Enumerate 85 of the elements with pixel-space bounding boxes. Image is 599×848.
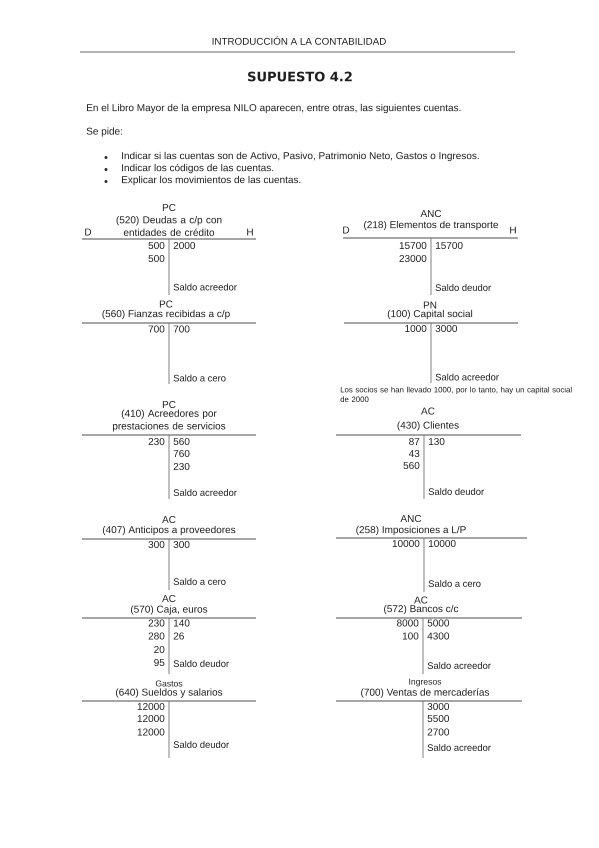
balance-note: Saldo acreedor xyxy=(428,662,491,669)
account-title: (570) Caja, euros xyxy=(131,605,208,615)
credit-amount: 300 xyxy=(174,540,190,548)
account-title: (258) Imposiciones a L/P xyxy=(356,526,466,536)
side-letter: H xyxy=(510,226,516,234)
debit-amount: 560 xyxy=(404,462,420,470)
credit-amount: 560 xyxy=(174,438,190,446)
credit-amount: 10000 xyxy=(428,540,456,548)
account-type: Gastos xyxy=(156,680,182,687)
debit-amount: 12000 xyxy=(138,702,164,710)
debit-amount: 8000 xyxy=(397,619,418,627)
account-title: (700) Ventas de mercaderías xyxy=(361,688,490,698)
account-type: ANC xyxy=(400,514,422,522)
paragraph: En el Libro Mayor de la empresa NILO aparecen, entre otras, las siguientes cuentas. xyxy=(87,104,460,114)
account-type: AC xyxy=(421,407,435,415)
balance-note: Saldo deudor xyxy=(174,741,229,748)
balance-note: Saldo acreedor xyxy=(436,374,499,380)
credit-amount: 3000 xyxy=(428,702,450,710)
account-title: (640) Sueldos y salarios xyxy=(116,688,222,698)
balance-note: Saldo acreedor xyxy=(428,744,491,751)
balance-note: Saldo deudor xyxy=(436,284,491,291)
credit-amount: 4300 xyxy=(427,632,450,640)
list-item: Explicar los movimientos de las cuentas. xyxy=(122,176,300,186)
list-item: Indicar si las cuentas son de Activo, Pasivo, Patrimonio Neto, Gastos o Ingresos. xyxy=(122,152,479,162)
balance-note: Saldo acreedor xyxy=(174,489,237,496)
account-title: (560) Fianzas recibidas a c/p xyxy=(102,310,230,320)
balance-note: Saldo acreedor xyxy=(174,284,237,290)
debit-amount: 100 xyxy=(402,632,418,640)
account-type: Ingresos xyxy=(409,678,442,686)
credit-amount: 230 xyxy=(174,462,190,470)
credit-amount: 760 xyxy=(174,450,190,458)
account-title: (218) Elementos de transporte xyxy=(364,220,498,230)
account-type: AC xyxy=(162,516,176,524)
account-type: AC xyxy=(162,594,176,602)
account-type: PN xyxy=(424,302,436,308)
paragraph: Se pide: xyxy=(86,127,122,137)
credit-amount: 130 xyxy=(428,438,444,446)
account-title: (430) Clientes xyxy=(398,421,459,431)
balance-note: Saldo deudor xyxy=(428,488,484,495)
credit-amount: 140 xyxy=(174,619,190,627)
debit-amount: 1000 xyxy=(405,324,426,332)
debit-amount: 23000 xyxy=(400,254,426,262)
balance-note: Saldo a cero xyxy=(174,374,226,382)
account-title: (520) Deudas a c/p con entidades de crédito xyxy=(116,216,222,236)
debit-amount: 280 xyxy=(148,632,164,640)
account-type: PC xyxy=(162,400,176,408)
account-title: (410) Acreedores por prestaciones de servicios xyxy=(112,410,226,432)
account-type: PC xyxy=(162,204,176,212)
credit-amount: 5500 xyxy=(428,714,450,722)
debit-amount: 300 xyxy=(148,540,164,548)
side-letter: H xyxy=(247,228,253,236)
debit-amount: 12000 xyxy=(138,728,164,736)
balance-note: Saldo a cero xyxy=(428,580,481,587)
account-type: AC xyxy=(414,596,428,604)
credit-amount: 700 xyxy=(174,325,190,333)
debit-amount: 10000 xyxy=(392,540,420,548)
list-item: Indicar los códigos de las cuentas. xyxy=(122,164,274,174)
side-letter: D xyxy=(85,228,92,236)
account-type: ANC xyxy=(420,210,442,218)
debit-amount: 87 xyxy=(409,438,420,446)
credit-amount: 3000 xyxy=(436,324,458,332)
credit-amount: 15700 xyxy=(436,242,463,250)
debit-amount: 15700 xyxy=(400,242,426,250)
debit-amount: 12000 xyxy=(138,714,164,722)
credit-amount: 2700 xyxy=(428,728,450,736)
credit-amount: 2000 xyxy=(174,242,196,250)
account-title: (572) Bancos c/c xyxy=(384,604,458,614)
debit-amount: 500 xyxy=(148,242,164,250)
debit-amount: 20 xyxy=(154,646,164,654)
credit-amount: 5000 xyxy=(428,619,450,627)
title: SUPUESTO 4.2 xyxy=(248,72,352,82)
side-letter: D xyxy=(343,226,350,234)
account-title: (407) Anticipos a proveedores xyxy=(102,526,236,536)
running-header: INTRODUCCIÓN A LA CONTABILIDAD xyxy=(212,36,386,45)
balance-note: Saldo a cero xyxy=(174,578,226,585)
balance-note: Saldo deudor xyxy=(174,660,229,667)
debit-amount: 230 xyxy=(148,619,164,627)
debit-amount: 43 xyxy=(408,450,420,458)
debit-amount: 700 xyxy=(148,325,164,333)
account-type: PC xyxy=(160,300,173,308)
account-title: (100) Capital social xyxy=(388,310,472,320)
debit-amount: 95 xyxy=(154,658,164,666)
credit-amount: 26 xyxy=(174,632,184,640)
debit-amount: 500 xyxy=(148,254,164,262)
debit-amount: 230 xyxy=(148,438,164,446)
